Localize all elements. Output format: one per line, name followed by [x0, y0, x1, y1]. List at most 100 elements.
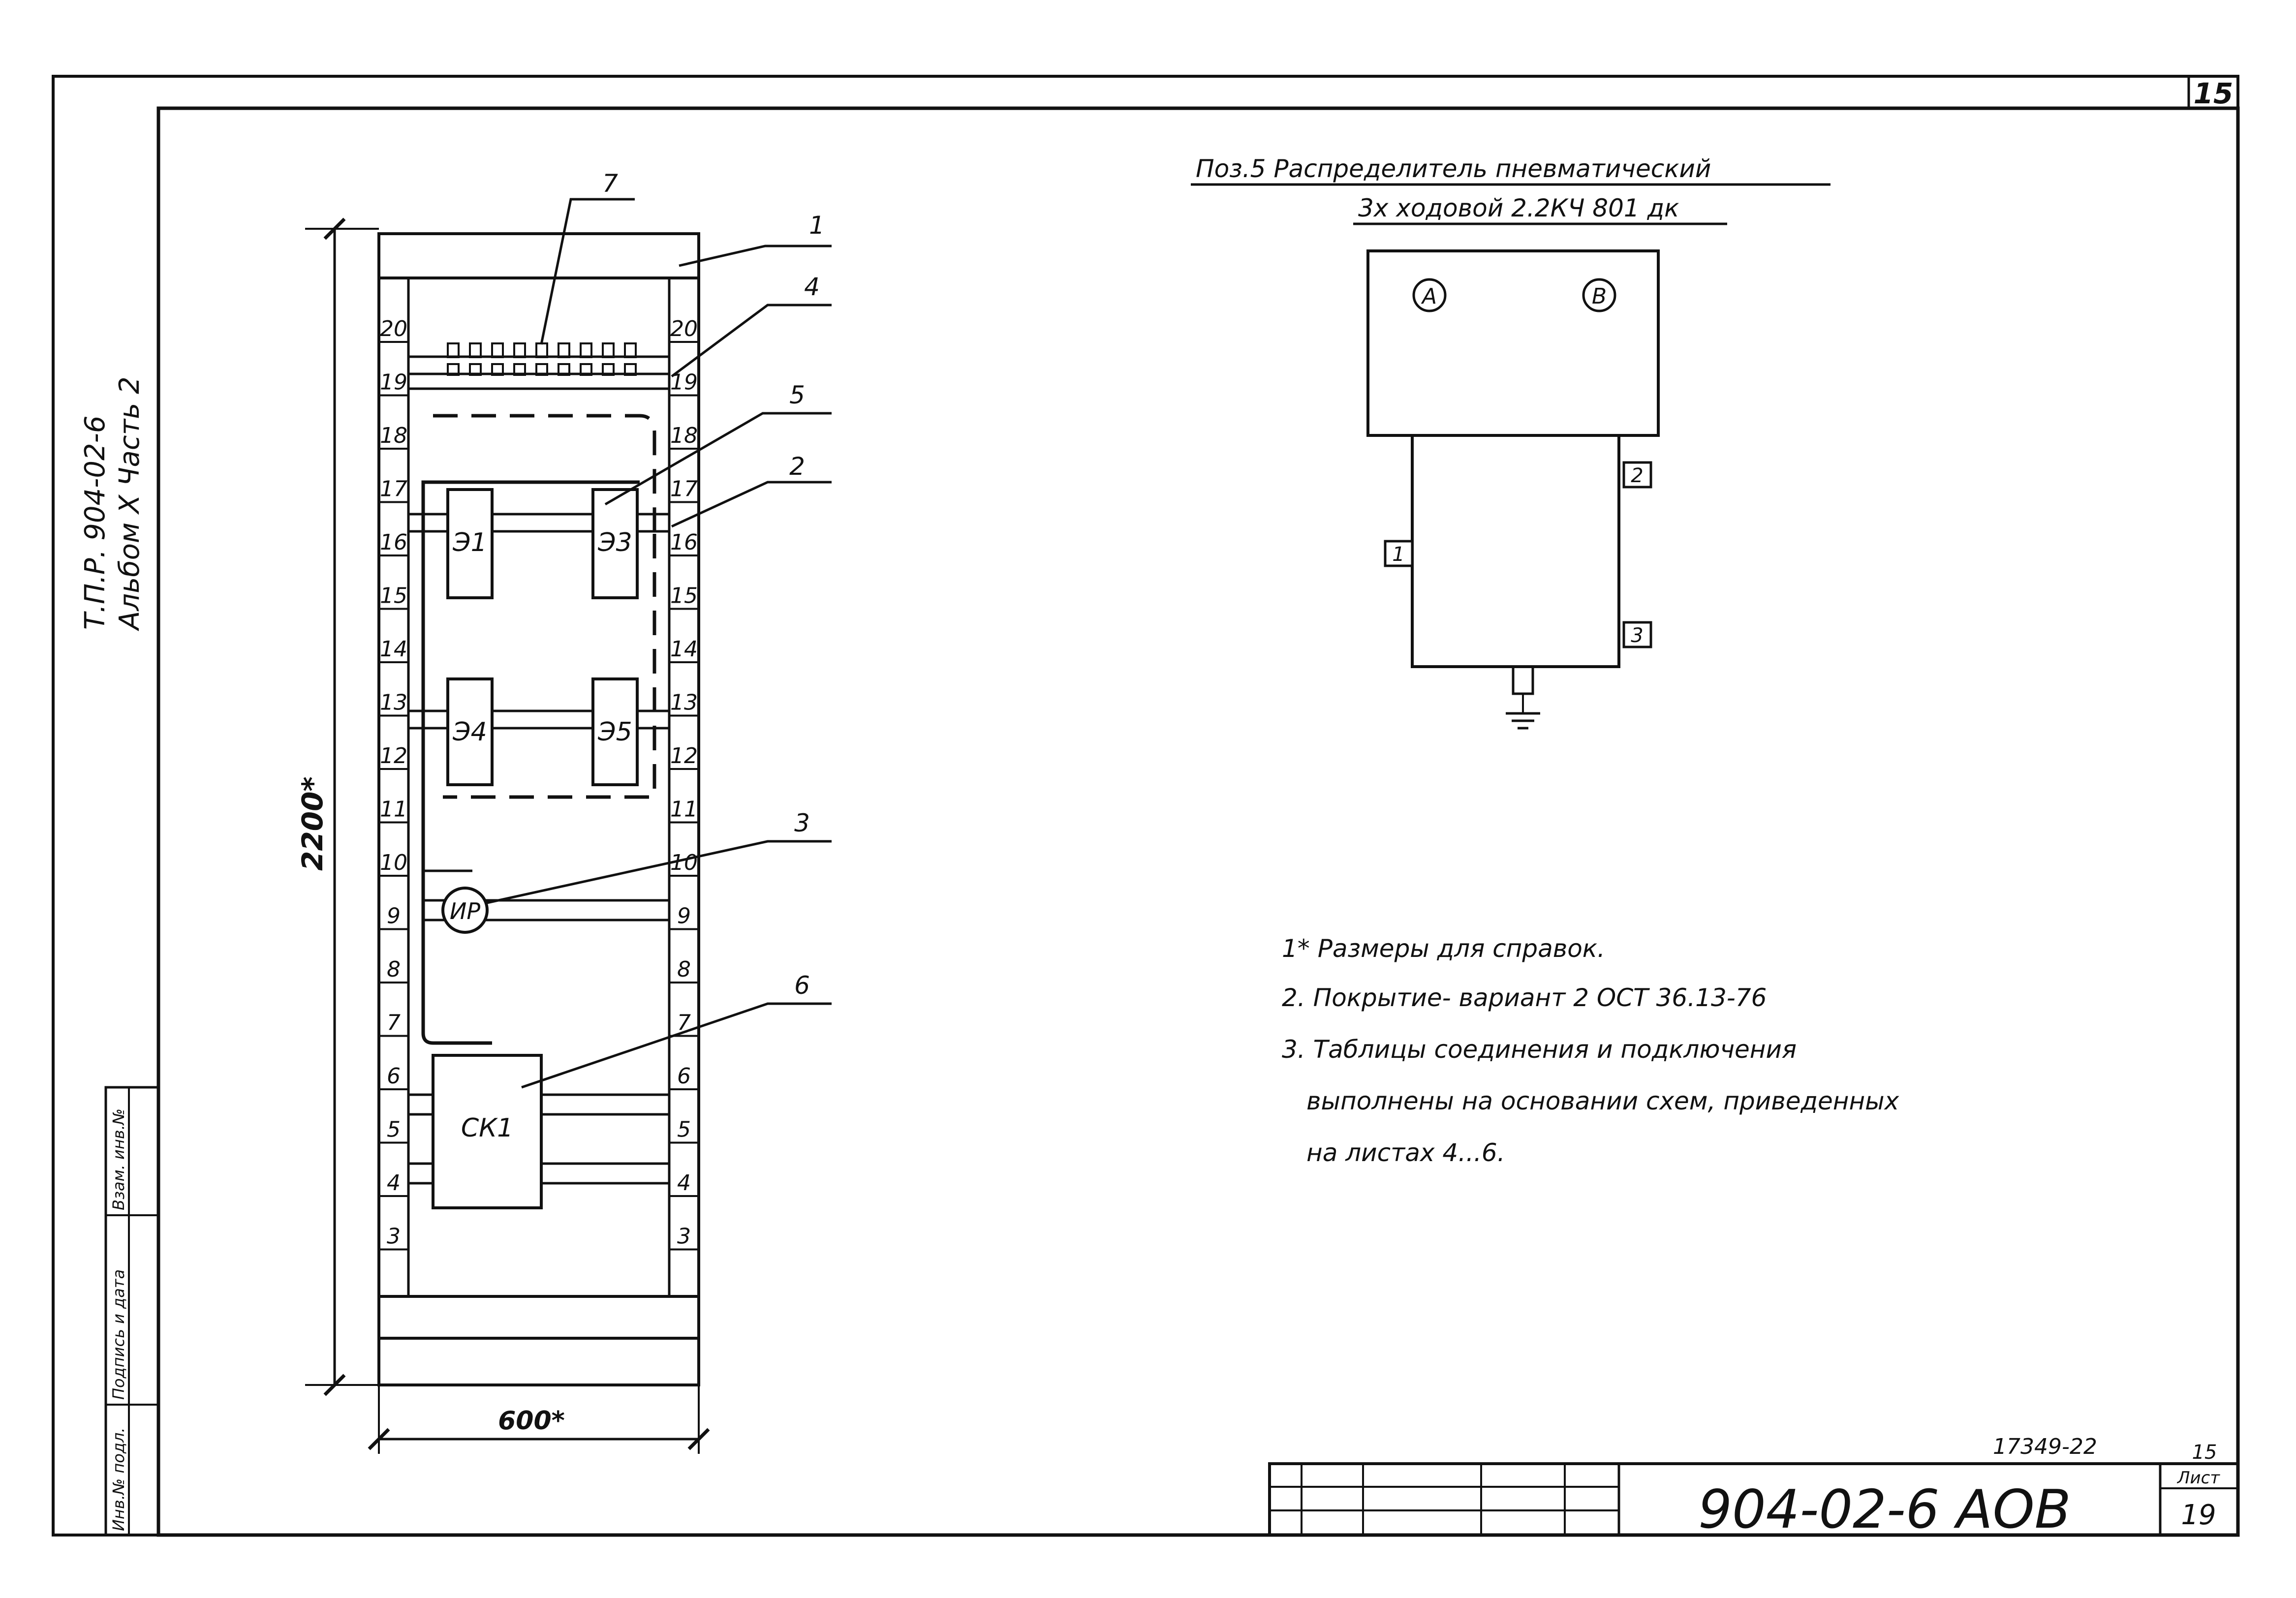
stamp-label-sign: Подпись и дата	[109, 1269, 128, 1400]
rail-number-left: 17	[380, 477, 407, 502]
callout-4: 4	[804, 273, 820, 301]
rail-number-right: 11	[670, 797, 698, 822]
port-1-box	[1384, 540, 1414, 567]
distributor-title-line1: Поз.5 Распределитель пневматический	[1196, 154, 1711, 183]
rail-number-left: 8	[387, 957, 401, 982]
note-1: 1* Размеры для справок.	[1282, 934, 1605, 963]
rail-number-right: 6	[677, 1064, 691, 1089]
rail-number-left: 15	[380, 584, 407, 609]
rail-number-right: 8	[677, 957, 691, 982]
archive-number: 17349-22	[1993, 1434, 2097, 1459]
stamp-label-inv: Инв.№ подл.	[109, 1427, 128, 1531]
terminal	[447, 342, 460, 358]
terminal-base	[447, 363, 460, 376]
callout-7: 7	[602, 169, 618, 198]
ground-stem	[1512, 665, 1534, 695]
dimension-width	[368, 1385, 710, 1454]
rail-number-left: 14	[380, 637, 407, 662]
distributor-body	[1411, 434, 1620, 668]
rail-number-right: 20	[670, 316, 698, 341]
sheet-number: 19	[2181, 1499, 2216, 1531]
block-e5-label: Э5	[597, 717, 632, 747]
sheet-small-number: 15	[2192, 1441, 2217, 1464]
side-title-line2: Альбом X Часть 2	[114, 376, 146, 631]
rail-number-right: 16	[670, 530, 698, 555]
block-e3-label: Э3	[597, 528, 632, 557]
callout-leaders	[487, 198, 832, 1089]
block-e1	[446, 488, 494, 599]
rail-number-right: 3	[677, 1224, 691, 1249]
corner-sheet-number: 15	[2194, 77, 2234, 110]
side-stamp: Инв.№ подл. Подпись и дата Взам. инв.№	[104, 1086, 160, 1537]
note-3-cont-1: выполнены на основании схем, приведенных	[1306, 1087, 1899, 1115]
block-e1-label: Э1	[452, 528, 487, 557]
rail-number-right: 9	[677, 904, 691, 929]
distributor-diagram: Поз.5 Распределитель пневматический 3х х…	[1191, 154, 1831, 730]
notes: 1* Размеры для справок. 2. Покрытие- вар…	[1282, 934, 1899, 1167]
title-block: 17349-22 15 904-02-6 АОВ Лист 19	[1268, 1434, 2239, 1540]
terminal-base	[580, 363, 592, 376]
rail-number-left: 10	[380, 850, 407, 875]
block-e4-label: Э4	[452, 717, 487, 747]
pressure-gauge-ir	[441, 887, 489, 934]
port-3-label: 3	[1631, 624, 1643, 647]
document-code: 904-02-6 АОВ	[1698, 1479, 2071, 1540]
terminal	[580, 342, 592, 358]
terminal	[602, 342, 615, 358]
sheet-label: Лист	[2176, 1468, 2220, 1488]
note-3: 3. Таблицы соединения и подключения	[1282, 1035, 1797, 1064]
rail-number-right: 13	[670, 690, 698, 715]
callout-6: 6	[794, 971, 810, 1000]
block-e3	[591, 488, 639, 599]
callout-3: 3	[794, 809, 810, 837]
rail-number-left: 19	[380, 370, 407, 395]
port-a-circle	[1412, 278, 1447, 312]
dimension-height-label: 2200*	[296, 776, 329, 871]
terminal-base	[469, 363, 482, 376]
terminal-base	[491, 363, 504, 376]
block-e4	[446, 677, 494, 786]
distributor-head	[1366, 249, 1660, 437]
side-title-line1: Т.П.Р. 904-02-6	[79, 416, 111, 630]
note-3-cont-2: на листах 4...6.	[1306, 1138, 1505, 1167]
rail-number-right: 17	[670, 477, 698, 502]
rail-number-left: 9	[387, 904, 401, 929]
distributor-title-line2: 3х ходовой 2.2КЧ 801 дк	[1358, 194, 1679, 222]
port-b-circle	[1582, 278, 1616, 312]
rail-number-left: 11	[380, 797, 407, 822]
terminal	[624, 342, 637, 358]
callout-5: 5	[789, 381, 805, 409]
rail-number-left: 13	[380, 690, 407, 715]
rail-number-left: 4	[387, 1170, 401, 1196]
block-sk1-label: СК1	[461, 1113, 513, 1143]
rail-number-right: 12	[670, 743, 698, 768]
ground-icon	[1506, 694, 1540, 730]
rail-number-right: 4	[677, 1170, 691, 1196]
terminal-base	[558, 363, 570, 376]
rail-number-right: 18	[670, 423, 698, 448]
terminal	[535, 342, 548, 358]
terminal-base	[602, 363, 615, 376]
corner-sheet-box	[2187, 75, 2239, 110]
callout-1: 1	[809, 211, 825, 240]
rail-number-left: 7	[387, 1011, 401, 1036]
block-e5	[591, 677, 639, 786]
terminal	[558, 342, 570, 358]
dimension-height	[305, 217, 379, 1396]
rail-number-left: 3	[387, 1224, 401, 1249]
rail-number-left: 6	[387, 1064, 401, 1089]
rail-number-left: 12	[380, 743, 407, 768]
stamp-label-replace: Взам. инв.№	[109, 1108, 128, 1210]
rail-number-left: 16	[380, 530, 407, 555]
terminal	[491, 342, 504, 358]
inner-frame	[156, 106, 2240, 1537]
port-1-label: 1	[1392, 543, 1404, 566]
port-2-label: 2	[1631, 464, 1643, 487]
port-b-label: В	[1592, 284, 1607, 309]
rail-number-left: 18	[380, 423, 407, 448]
terminal	[469, 342, 482, 358]
rail-number-right: 15	[670, 584, 698, 609]
block-sk1	[432, 1054, 543, 1209]
